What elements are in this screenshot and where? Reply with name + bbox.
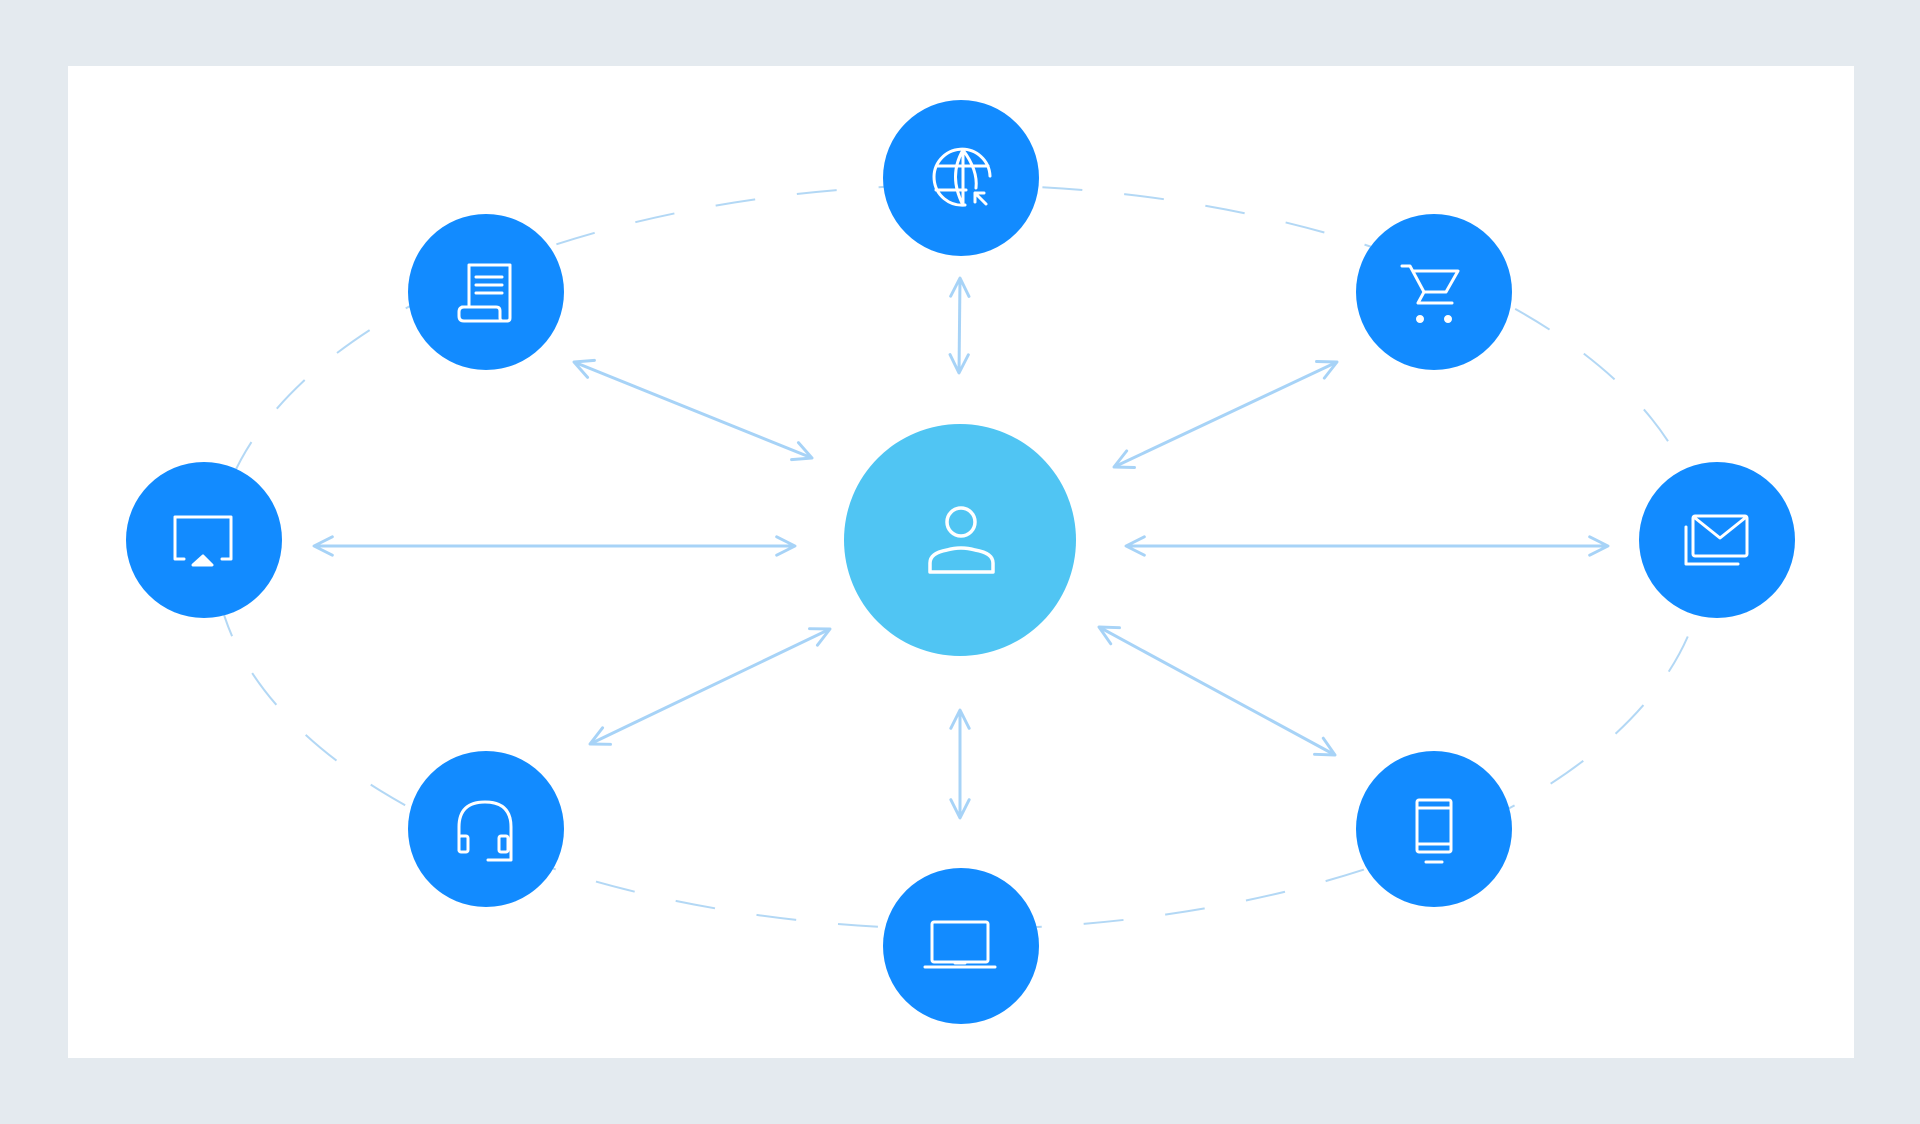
receipt-icon [457, 263, 512, 323]
center-node[interactable] [844, 424, 1076, 656]
mobile-phone-icon [1415, 798, 1453, 864]
node-bottom-left[interactable] [408, 751, 564, 907]
node-top-right[interactable] [1356, 214, 1512, 370]
connector-bottom-left [588, 627, 832, 746]
connectors [312, 276, 1610, 820]
airplay-screen-icon [173, 515, 233, 567]
node-left[interactable] [126, 462, 282, 618]
mail-stack-icon [1684, 514, 1749, 566]
connector-top [948, 276, 971, 375]
node-bottom-right[interactable] [1356, 751, 1512, 907]
connector-bottom-right [1097, 625, 1337, 757]
node-top[interactable] [883, 100, 1039, 256]
headset-icon [457, 800, 513, 862]
user-icon [928, 506, 995, 574]
connector-top-left [572, 358, 814, 462]
connector-top-right [1112, 360, 1339, 469]
shopping-cart-icon [1400, 264, 1460, 323]
laptop-icon [923, 920, 997, 969]
node-right[interactable] [1639, 462, 1795, 618]
node-bottom[interactable] [883, 868, 1039, 1024]
node-top-left[interactable] [408, 214, 564, 370]
globe-cursor-icon [932, 147, 992, 207]
